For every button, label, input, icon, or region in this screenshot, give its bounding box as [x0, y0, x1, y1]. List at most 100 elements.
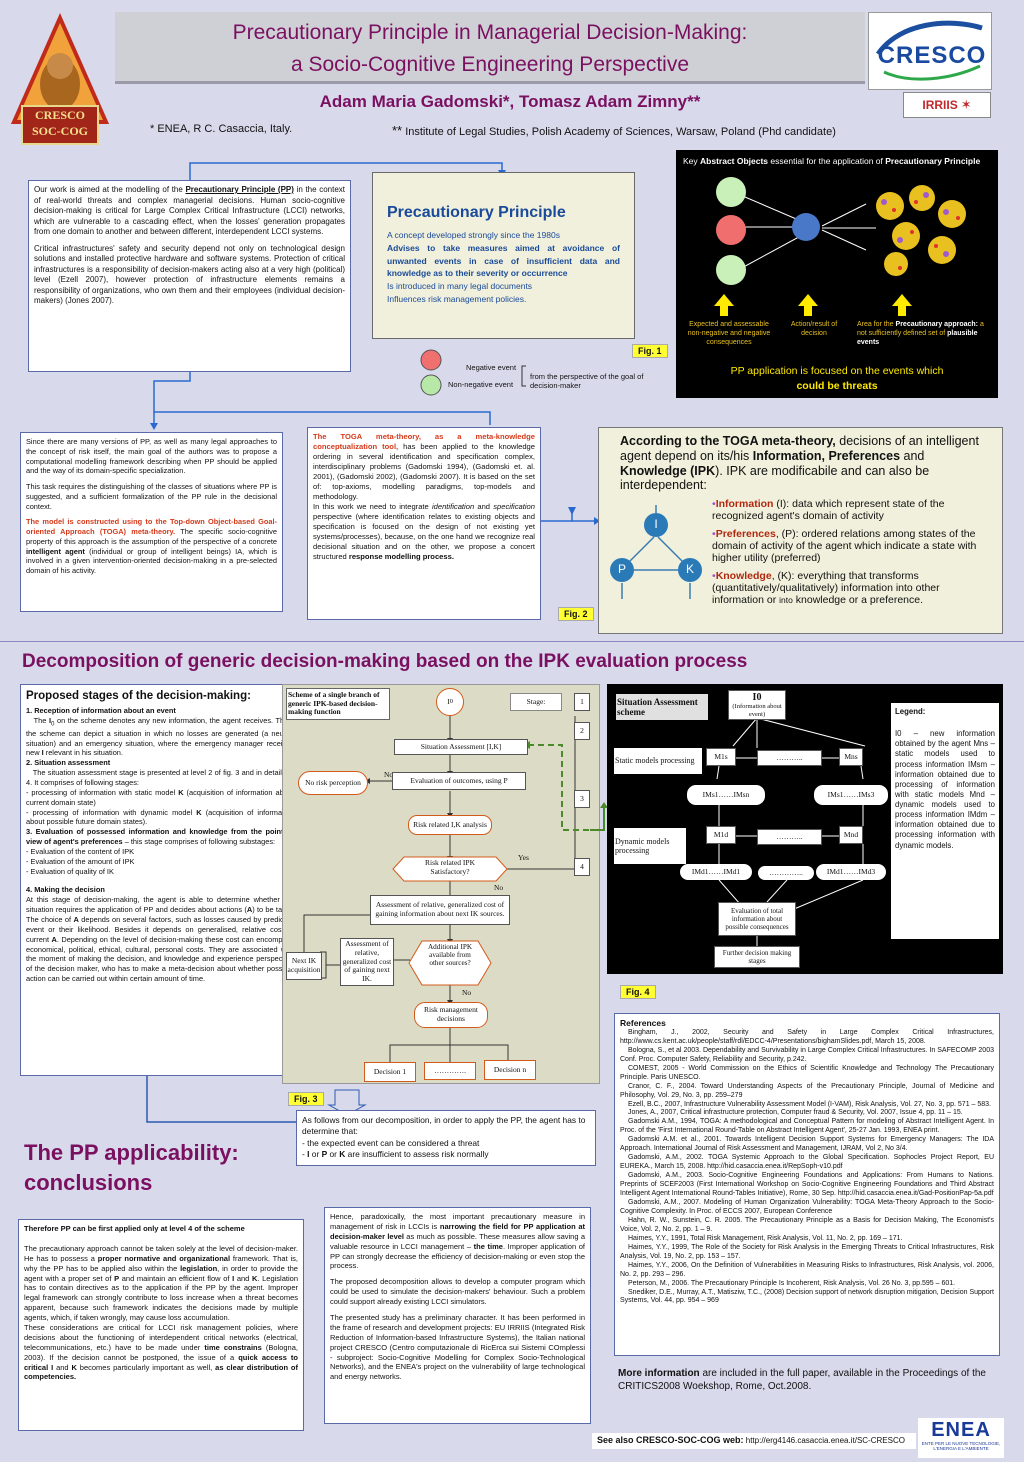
- s2f: K: [196, 807, 202, 817]
- note-c: or: [309, 1149, 322, 1160]
- aff-mark: **: [392, 123, 403, 138]
- references-title: References: [620, 1018, 666, 1028]
- fig4-label: Fig. 4: [620, 985, 656, 999]
- s2a: The situation assessment stage is presen…: [26, 768, 294, 788]
- section-divider: [0, 641, 1024, 642]
- stage-1: 1: [574, 693, 590, 711]
- s1d: on the scheme denotes any new informatio…: [26, 716, 294, 758]
- section-title-pp-line2: conclusions: [24, 1170, 153, 1195]
- h-e: Knowledge (IPK: [620, 463, 716, 478]
- area-a: Area for the: [857, 321, 896, 328]
- fig4-legend: Legend: I0 – new information obtained by…: [891, 703, 999, 939]
- conclusions-left: Therefore PP can be first applied only a…: [18, 1219, 304, 1431]
- key-a: Key: [683, 156, 701, 166]
- node-decision-dots: ………….: [424, 1062, 476, 1080]
- s2e: - processing of information with dynamic…: [26, 807, 197, 817]
- event-legend: [420, 349, 526, 396]
- references: References Bingham, J., 2002, Security a…: [614, 1013, 1000, 1356]
- cc3: The presented study has a preliminary ch…: [330, 1313, 585, 1382]
- c2f: K: [71, 1362, 77, 1372]
- node-assess-next-ik: Assessment of relative, generalized cost…: [340, 938, 394, 986]
- def-i-term: Information: [715, 498, 774, 510]
- pp-line3: Is introduced in many legal documents: [387, 281, 533, 291]
- def-p: , (P): ordered relations among states of…: [712, 528, 977, 565]
- reference-item: Jones, A., 2007, Critical infrastructure…: [628, 1109, 963, 1117]
- def-k2: knowledge or a preference.: [792, 594, 924, 607]
- versions-p1: Since there are many versions of PP, as …: [26, 437, 277, 476]
- fig4-i0-text: I0: [752, 691, 762, 703]
- decomposition-note: As follows from our decomposition, in or…: [296, 1110, 596, 1166]
- legend-text: I0 – new information obtained by the age…: [895, 729, 995, 850]
- pp-line1: A concept developed strongly since the 1…: [387, 230, 560, 240]
- fig4-mnd: Mnd: [839, 826, 863, 844]
- label-yes: Yes: [518, 853, 529, 862]
- fig4-i0-sub: (Information about event): [732, 703, 782, 718]
- s4g: . Depending on the level of decision-mak…: [26, 934, 294, 984]
- intro-p1a: Our work is aimed at the modelling of th…: [34, 185, 186, 194]
- reference-item: Gadomski, A.M., 2002. TOGA Systemic Appr…: [620, 1154, 994, 1171]
- connector-arrows: [150, 162, 600, 525]
- reference-item: Bingham, J., 2002, Security and Safety i…: [620, 1028, 994, 1045]
- fig4-static: Static models processing: [614, 748, 702, 774]
- aff-text: Institute of Legal Studies, Polish Acade…: [405, 126, 836, 138]
- cc1d: the time: [473, 1241, 503, 1251]
- logo-left-line1: CRESCO: [34, 108, 85, 122]
- node-risk-analysis: Risk related I,K analysis: [408, 815, 492, 835]
- c2g: becomes particularly important as well,: [76, 1362, 216, 1372]
- c1g: and maintain an efficient flow of: [119, 1273, 233, 1283]
- note-e: or: [327, 1149, 340, 1160]
- versions-p3b: intelligent agent: [26, 546, 85, 556]
- c2e: and: [53, 1362, 72, 1372]
- h-d: and: [900, 448, 925, 463]
- reference-item: Gadomski A.M. et al., 2001. Towards Inte…: [620, 1136, 994, 1153]
- pp-box: Precautionary Principle A concept develo…: [372, 172, 635, 339]
- reference-item: Haimes, Y.Y., 2006, On the Definition of…: [620, 1261, 994, 1278]
- foot-b: could be threats: [796, 379, 878, 392]
- node-no-risk: No risk perception: [298, 771, 368, 795]
- s4f: A: [51, 934, 57, 944]
- s4e: depends on several factors, such as loss…: [26, 914, 294, 944]
- irriis-text: IRRIIS: [922, 98, 958, 112]
- logo-right-text: CRESCO: [877, 42, 987, 69]
- more-text: are included in the full paper, availabl…: [618, 1368, 986, 1392]
- fig3-label: Fig. 3: [288, 1092, 324, 1106]
- cc1c: as much as possible. These measures allo…: [330, 1231, 585, 1251]
- see-url[interactable]: http://erg4146.casaccia.enea.it/SC-CRESC…: [743, 1436, 905, 1445]
- h-f: ). IPK are modificabile and can also be …: [620, 463, 930, 493]
- c1j: K: [251, 1273, 258, 1283]
- intro-text: Our work is aimed at the modelling of th…: [28, 180, 351, 372]
- stage4: 4. Making the decision: [26, 885, 105, 895]
- reference-item: Ezell, B.C., 2007, Infrastructure Vulner…: [628, 1100, 991, 1108]
- s1b: I: [48, 716, 52, 726]
- fig4-i0: I0(Information about event): [728, 690, 786, 720]
- pp-line2: Advises to take measures aimed at avoida…: [387, 242, 620, 279]
- s4d: A: [73, 914, 79, 924]
- poster-title-line1: Precautionary Principle in Managerial De…: [232, 21, 748, 44]
- fig4-eval-total: Evaluation of total information about po…: [718, 902, 796, 936]
- ipk-definitions: •Information (I): data which represent s…: [712, 498, 977, 607]
- cc1a: Hence, paradoxically, the most important…: [330, 1212, 585, 1231]
- node-ipk-diamond: [392, 856, 508, 882]
- c1b: proper normative and organizational: [97, 1253, 231, 1263]
- h-a: According to the TOGA meta-theory,: [620, 434, 836, 448]
- def-k: , (K): everything that transforms (quant…: [712, 570, 940, 607]
- fig4-dynamic: Dynamic models processing: [614, 828, 686, 864]
- c1f: P: [114, 1273, 120, 1283]
- stage-3: 3: [574, 790, 590, 808]
- ipk-satisfactory-text: Risk related IPK Satisfactory?: [425, 858, 475, 876]
- toga-b2: and: [474, 502, 494, 512]
- c1h: I: [232, 1273, 235, 1283]
- additional-ipk-text: Additional IPK available from other sour…: [427, 943, 473, 968]
- reference-item: Gadomski, A.M., 2003. Socio-Cognitive En…: [620, 1172, 994, 1198]
- foot-a: PP application is focused on the events …: [730, 365, 944, 377]
- fig4-imd: IMd1……IMd1: [680, 864, 752, 880]
- s2b: - processing of information with static …: [26, 787, 179, 797]
- c1c: framework. That is, why the PP has to be…: [24, 1253, 298, 1273]
- s3a: – this stage comprises of following subs…: [122, 837, 276, 847]
- versions-text: Since there are many versions of PP, as …: [20, 432, 283, 612]
- node-assess-cost: Assessment of relative, generalized cost…: [370, 895, 510, 925]
- s4a: At this stage of decision-making, the ag…: [26, 895, 294, 915]
- stage-label: Stage:: [510, 693, 562, 711]
- def-i: (I): data which represent state of the r…: [712, 498, 945, 523]
